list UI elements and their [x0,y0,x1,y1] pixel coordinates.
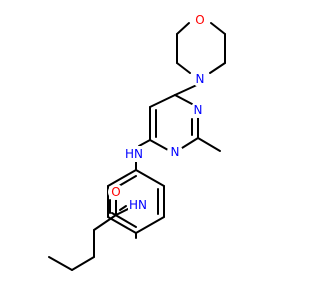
pyrimidine-n1-text: N [194,103,203,117]
bond [107,169,137,187]
bond [135,169,165,187]
amine-nh-label: HN [124,146,144,162]
label-background [190,102,206,118]
bonds [48,22,226,271]
bond [71,256,95,271]
bond [174,94,193,105]
atom-labels: O N N N HN HN O [108,12,208,213]
pyrimidine-n3-text: N [171,145,180,159]
bond [135,216,165,234]
morpholine-oxygen-label: O [192,12,208,28]
bond [181,137,199,149]
morpholine-nitrogen-text: N [196,72,205,86]
bond [174,83,200,96]
label-background [167,144,183,160]
label-background [192,71,208,87]
pyrimidine-n3-label: N [167,144,183,160]
amide-nh-label: HN [128,197,148,213]
amide-nh-text: HN [129,198,147,212]
label-background [128,197,148,213]
label-background [192,12,208,28]
morpholine-oxygen-text: O [195,13,204,27]
label-background [108,184,124,200]
label-background [124,146,144,162]
canvas-background [0,0,300,300]
pyrimidine-n1-label: N [190,102,206,118]
carbonyl-oxygen-text: O [111,185,120,199]
bond [176,62,191,74]
bond [197,137,221,152]
bond [93,214,117,231]
morpholine-nitrogen-label: N [192,71,208,87]
bond [119,205,127,211]
bond [107,216,137,234]
bond [210,22,226,35]
bond [138,139,151,147]
bond [48,256,73,271]
bond [149,94,176,108]
bond [149,139,169,151]
carbonyl-oxygen-label: O [108,184,124,200]
amine-nh-text: HN [125,147,143,161]
bond [209,62,226,74]
bond [176,22,190,35]
molecule-structure: O N N N HN HN O [0,0,300,300]
